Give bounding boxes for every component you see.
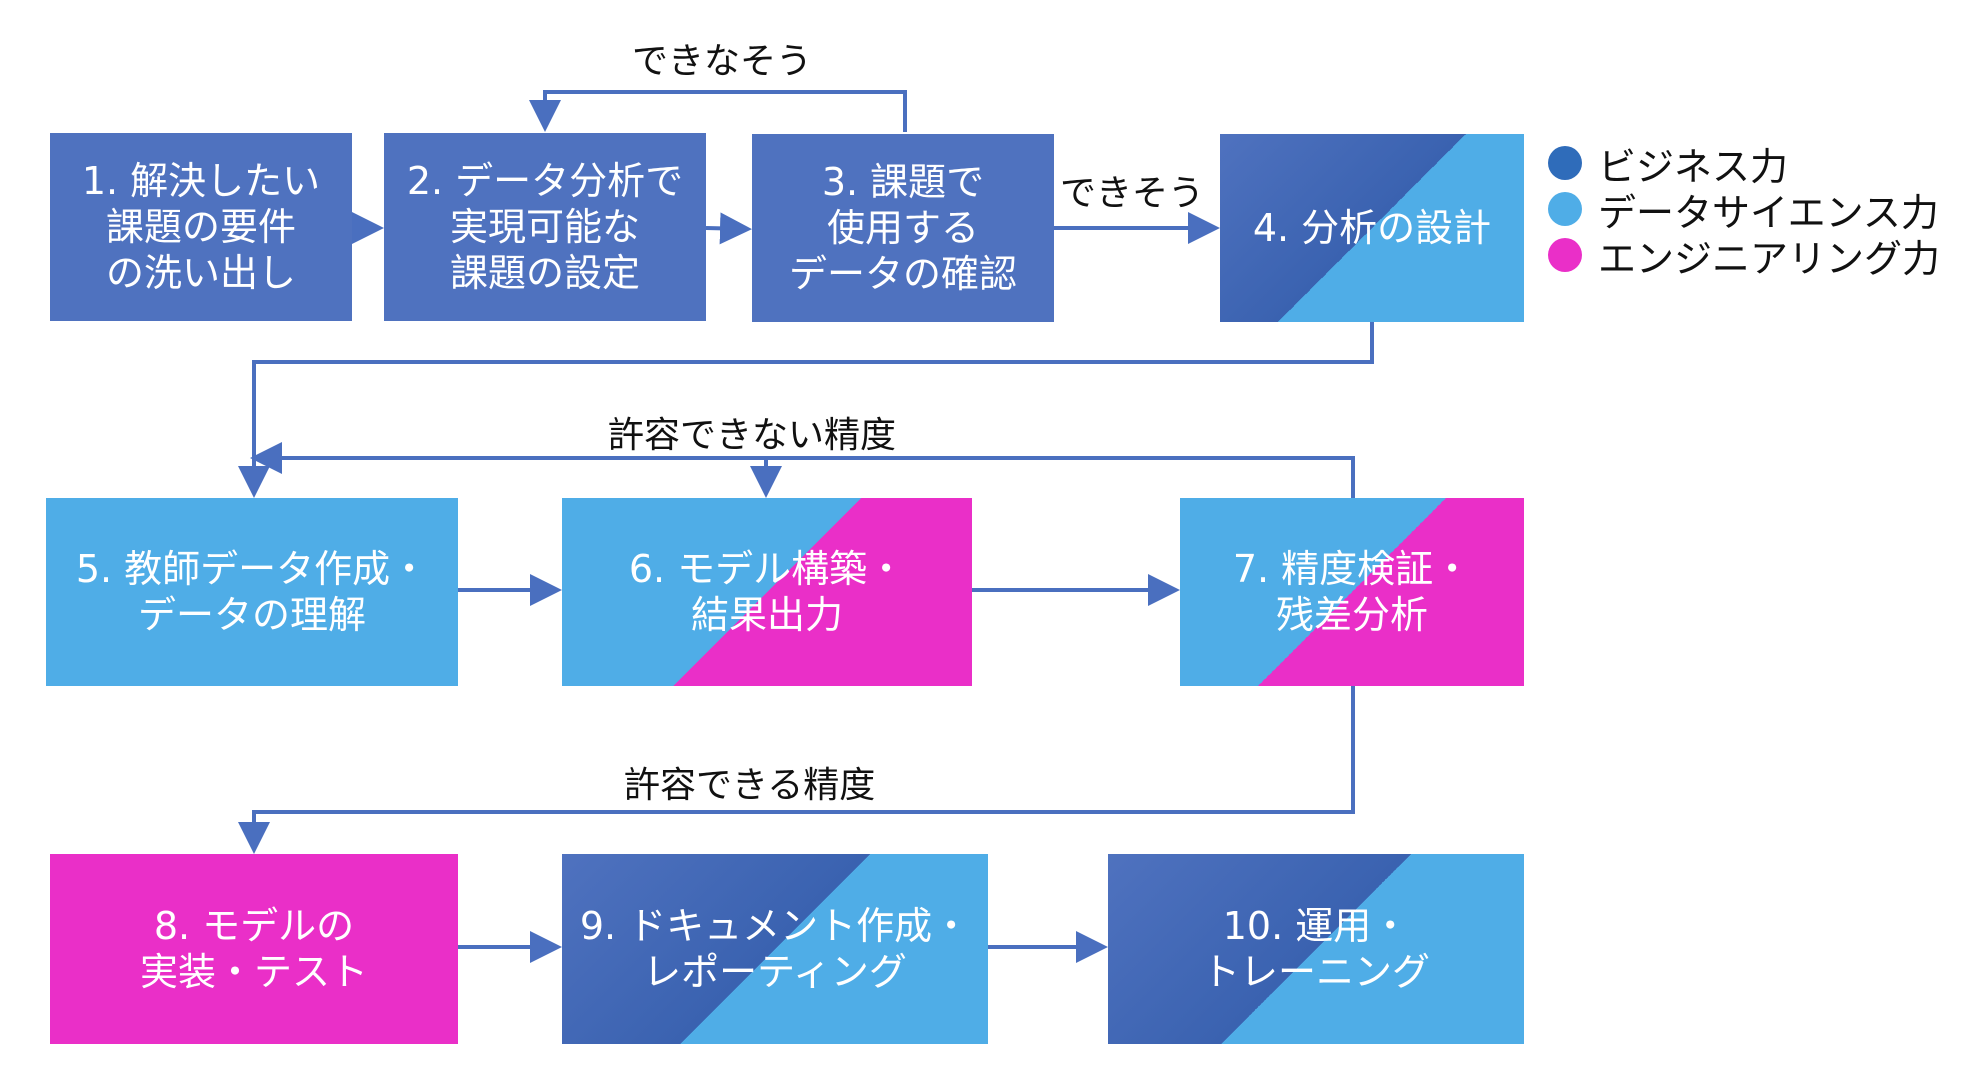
node-9: 9. ドキュメント作成・ レポーティング [562, 854, 988, 1044]
edge-label-can: できそう [1060, 173, 1205, 214]
node-10-label: 10. 運用・ トレーニング [1201, 904, 1430, 994]
legend-item-data-science: データサイエンス力 [1548, 186, 1940, 235]
edge-n7-n5 [250, 442, 1355, 498]
node-1: 1. 解決したい 課題の要件 の洗い出し [50, 133, 352, 321]
node-9-label: 9. ドキュメント作成・ レポーティング [579, 904, 971, 994]
node-8: 8. モデルの 実装・テスト [50, 854, 458, 1044]
node-4: 4. 分析の設計 [1220, 134, 1524, 322]
node-7-label: 7. 精度検証・ 残差分析 [1232, 547, 1472, 637]
edge-label-acceptable: 許容できる精度 [624, 765, 876, 806]
node-5: 5. 教師データ作成・ データの理解 [46, 498, 458, 686]
node-6: 6. モデル構築・ 結果出力 [562, 498, 972, 686]
legend: ビジネス力 データサイエンス力 エンジニアリング力 [1548, 140, 1940, 281]
edge-label-unacceptable: 許容できない精度 [608, 415, 897, 456]
node-7: 7. 精度検証・ 残差分析 [1180, 498, 1524, 686]
legend-dot-data-science [1548, 192, 1582, 226]
legend-item-business: ビジネス力 [1548, 140, 1940, 189]
legend-item-engineering: エンジニアリング力 [1548, 232, 1940, 281]
node-1-label: 1. 解決したい 課題の要件 の洗い出し [81, 159, 321, 295]
edge-n7-n8 [238, 686, 1355, 854]
legend-dot-engineering [1548, 238, 1582, 272]
edge-n2-n3 [705, 212, 752, 245]
node-2: 2. データ分析で 実現可能な 課題の設定 [384, 133, 706, 321]
node-5-label: 5. 教師データ作成・ データの理解 [75, 547, 429, 637]
legend-label-engineering: エンジニアリング力 [1598, 236, 1941, 281]
node-8-label: 8. モデルの 実装・テスト [139, 904, 368, 994]
edge-label-cannot: できなそう [632, 41, 813, 82]
node-10: 10. 運用・ トレーニング [1108, 854, 1524, 1044]
node-4-label: 4. 分析の設計 [1252, 206, 1492, 250]
node-3-label: 3. 課題で 使用する データの確認 [788, 160, 1017, 296]
legend-label-business: ビジネス力 [1598, 144, 1789, 189]
node-2-label: 2. データ分析で 実現可能な 課題の設定 [406, 159, 684, 295]
legend-label-data-science: データサイエンス力 [1598, 190, 1939, 235]
legend-dot-business [1548, 146, 1582, 180]
edge-n4-n5 [238, 322, 1374, 498]
edge-n3-n2 [529, 90, 907, 132]
node-3: 3. 課題で 使用する データの確認 [752, 134, 1054, 322]
node-6-label: 6. モデル構築・ 結果出力 [628, 547, 906, 637]
